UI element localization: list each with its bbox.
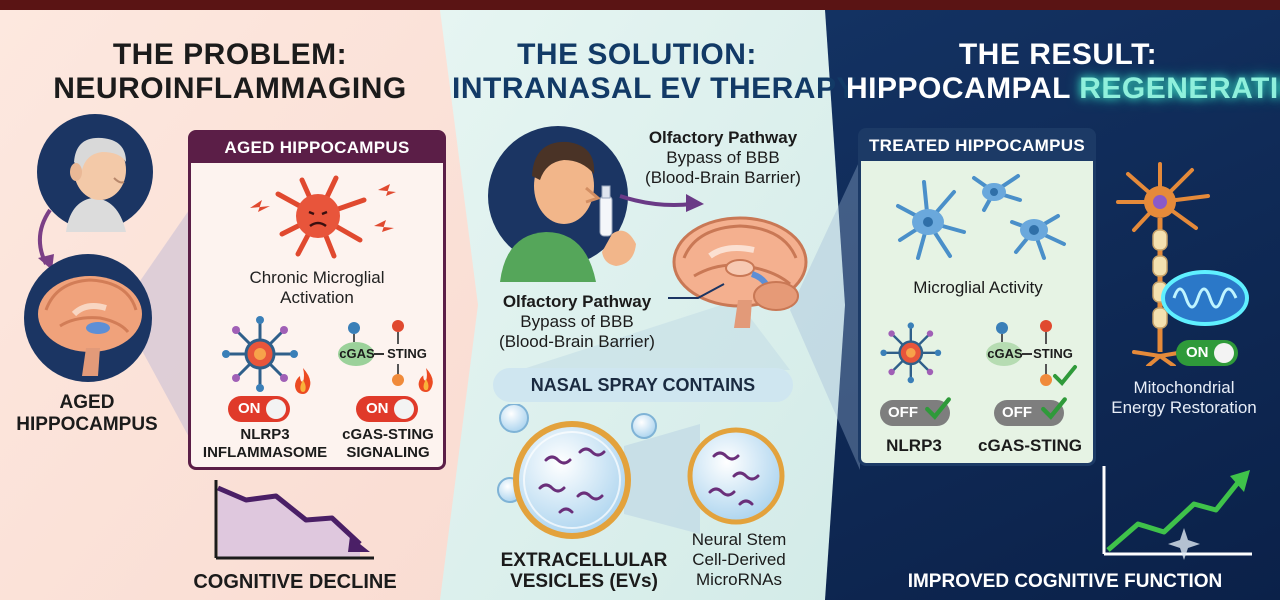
nlrp3-inflammasome-label: NLRP3 INFLAMMASOME [202, 426, 328, 461]
aged-card-title: AGED HIPPOCAMPUS [191, 133, 443, 163]
aged-down-arrow-icon [38, 208, 54, 270]
aged-hippocampus-label: AGED HIPPOCAMPUS [16, 392, 158, 435]
cgas-sting-label: cGAS-STING [978, 436, 1082, 455]
cgas-chip-treated: cGAS [987, 346, 1023, 361]
microglia-icon [250, 175, 396, 259]
sting-chip-aged: STING [387, 346, 427, 361]
nasal-spray-contains-heading: NASAL SPRAY CONTAINS [493, 368, 793, 402]
extracellular-vesicle-icon [497, 404, 785, 539]
cgas-sting-icon [338, 320, 404, 386]
brain-icon [24, 254, 152, 382]
man-nasal-spray-icon [488, 126, 636, 282]
mitochondrial-energy-label: Mitochondrial Energy Restoration [1111, 378, 1257, 417]
problem-title: THE PROBLEM: NEUROINFLAMMAGING [53, 38, 407, 105]
nlrp3-toggle-on[interactable]: ON [228, 396, 290, 422]
chronic-microglial-label: Chronic Microglial Activation [249, 268, 385, 307]
fire-icon [295, 368, 311, 394]
microglial-activity-label: Microglial Activity [913, 278, 1043, 297]
mitochondrial-toggle-on[interactable]: ON [1176, 340, 1238, 366]
olfactory-pathway-mid-label: Olfactory Pathway Bypass of BBB (Blood-B… [499, 292, 655, 351]
neural-stem-microrna-label: Neural Stem Cell-Derived MicroRNAs [691, 530, 787, 589]
microglia-icon [896, 174, 1066, 260]
inflammasome-icon [880, 322, 942, 384]
olfactory-pathway-top-label: Olfactory Pathway Bypass of BBB (Blood-B… [645, 128, 801, 187]
checkmark-icon [925, 397, 951, 420]
extracellular-vesicles-label: EXTRACELLULAR VESICLES (EVs) [500, 550, 668, 592]
up-trend-chart-icon [1102, 466, 1252, 560]
checkmark-icon [1053, 365, 1077, 386]
cognitive-decline-label: COGNITIVE DECLINE [193, 571, 397, 593]
solution-title: THE SOLUTION: INTRANASAL EV THERAPY [452, 38, 857, 105]
brain-icon [672, 216, 808, 328]
pathway-leader-line [668, 283, 725, 299]
cgas-sting-signaling-label: cGAS-STING SIGNALING [342, 426, 434, 461]
result-title-hippocampal: HIPPOCAMPAL [846, 72, 1071, 105]
spray-arrow-icon [619, 194, 704, 212]
neuron-icon [1116, 162, 1210, 366]
top-bar [0, 0, 1280, 10]
checkmark-icon [1041, 397, 1067, 420]
result-title: THE RESULT: HIPPOCAMPAL REGENERATION [846, 38, 1280, 106]
down-trend-chart-icon [214, 480, 374, 560]
improved-cognitive-label: IMPROVED COGNITIVE FUNCTION [907, 571, 1223, 592]
fire-icon [418, 368, 433, 392]
treated-card-title: TREATED HIPPOCAMPUS [861, 131, 1093, 161]
inflammasome-icon [222, 316, 298, 392]
sting-chip-treated: STING [1033, 346, 1073, 361]
result-title-regeneration: REGENERATION [1079, 72, 1280, 105]
cgas-sting-icon [986, 320, 1052, 386]
cgas-toggle-on[interactable]: ON [356, 396, 418, 422]
cgas-chip-aged: cGAS [339, 346, 375, 361]
mitochondrion-icon [1161, 270, 1249, 326]
elderly-man-icon [37, 114, 153, 232]
nlrp3-label: NLRP3 [886, 436, 942, 455]
